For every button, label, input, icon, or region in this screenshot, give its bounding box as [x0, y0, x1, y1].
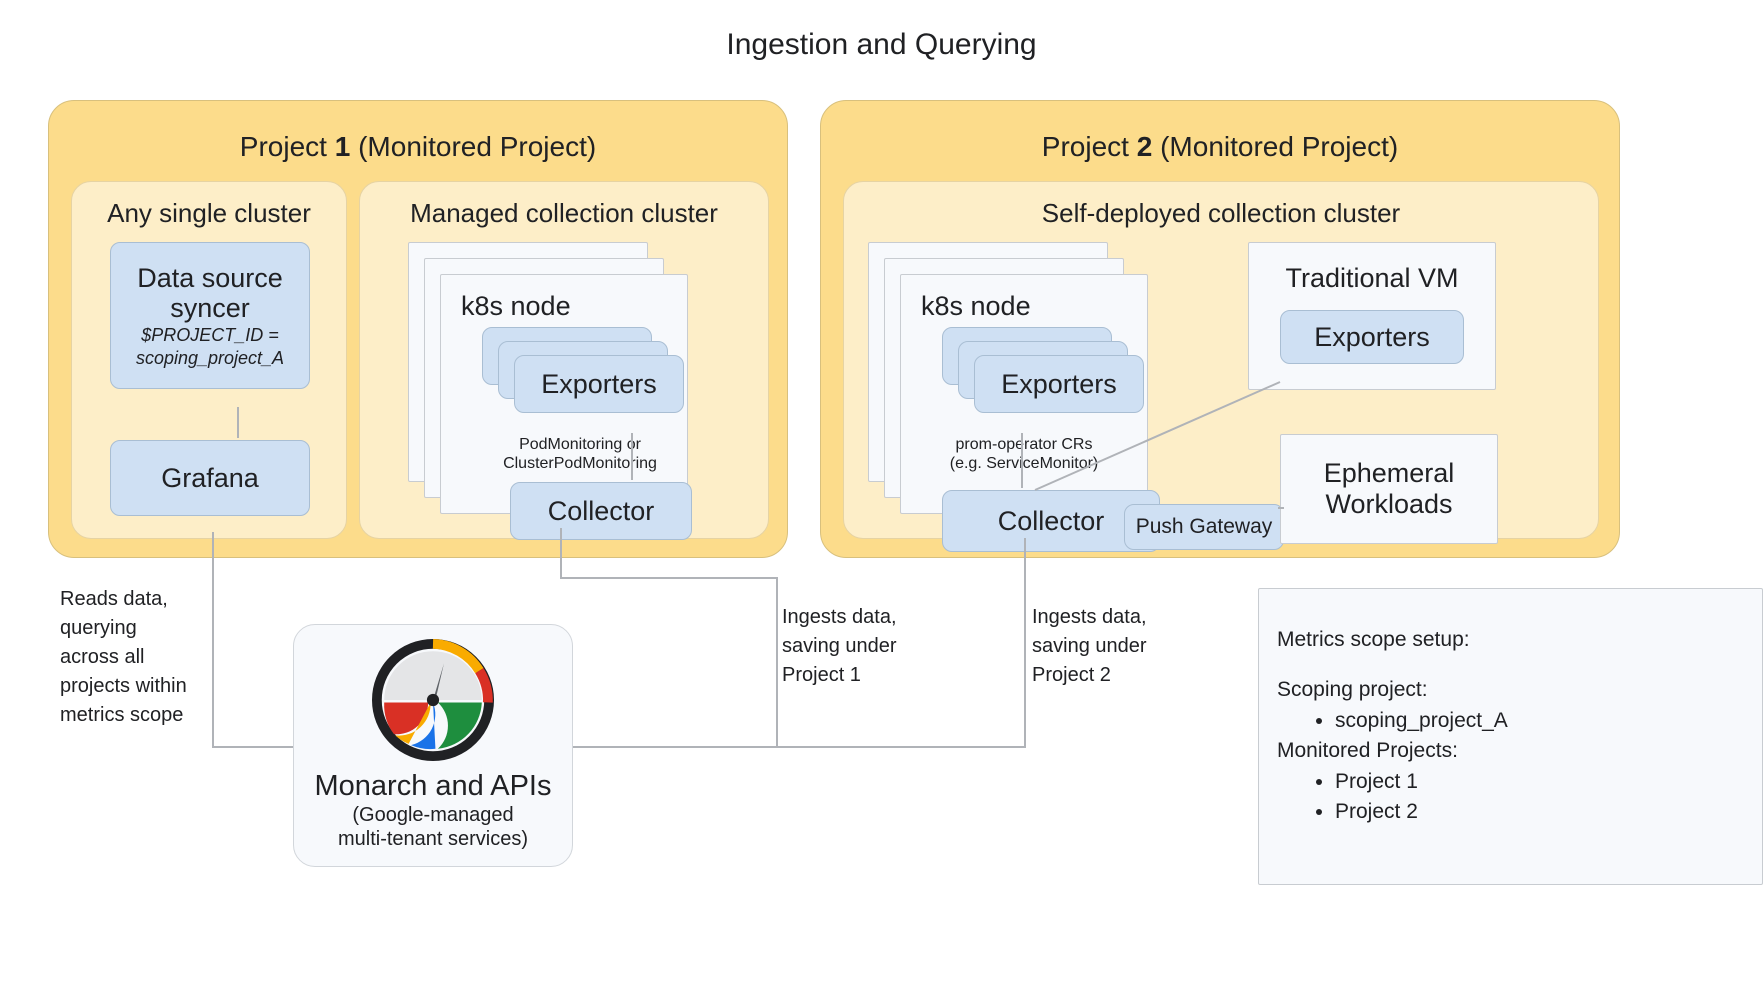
podmonitoring-edge-label: PodMonitoring or ClusterPodMonitoring: [503, 436, 657, 473]
vm-exporters-box[interactable]: Exporters: [1280, 310, 1464, 364]
push-gateway-label: Push Gateway: [1135, 515, 1273, 539]
monarch-gauge-logo-icon: [372, 639, 494, 766]
legend-scoping-list: scoping_project_A: [1277, 706, 1762, 736]
managed-collection-cluster-panel: Managed collection cluster k8s node Expo…: [359, 181, 769, 540]
list-item: scoping_project_A: [1335, 706, 1762, 736]
ephemeral-workloads-card[interactable]: Ephemeral Workloads: [1280, 434, 1498, 544]
exporters-box-p2[interactable]: Exporters: [974, 355, 1144, 413]
collector-label-p2: Collector: [997, 505, 1105, 536]
self-deployed-collection-cluster-title: Self-deployed collection cluster: [1041, 198, 1401, 228]
k8s-node-label: k8s node: [461, 291, 571, 321]
data-source-syncer-env-value: scoping_project_A: [135, 347, 285, 368]
monarch-gauge-svg: [372, 639, 494, 761]
vm-exporters-label: Exporters: [1314, 321, 1430, 352]
project-1-panel: Project 1 (Monitored Project) Any single…: [48, 100, 788, 558]
project-2-panel: Project 2 (Monitored Project) Self-deplo…: [820, 100, 1620, 558]
prom-operator-edge-label: prom-operator CRs (e.g. ServiceMonitor): [949, 436, 1099, 473]
any-single-cluster-panel: Any single cluster Data source syncer $P…: [71, 181, 347, 539]
reads-data-note: Reads data, querying across all projects…: [60, 588, 187, 726]
managed-collection-cluster-title: Managed collection cluster: [410, 198, 718, 228]
metrics-scope-legend: Metrics scope setup: Scoping project: sc…: [1258, 588, 1763, 885]
monarch-title: Monarch and APIs: [314, 770, 552, 802]
list-item: Project 1: [1335, 767, 1762, 797]
self-deployed-collection-cluster-panel: Self-deployed collection cluster k8s nod…: [843, 181, 1599, 552]
project-2-title: Project 2 (Monitored Project): [1041, 131, 1399, 162]
legend-monitored-list: Project 1 Project 2: [1277, 767, 1762, 828]
collector-label: Collector: [547, 495, 655, 526]
data-source-syncer-box[interactable]: Data source syncer $PROJECT_ID = scoping…: [110, 242, 310, 389]
ingest-project-2-note: Ingests data, saving under Project 2: [1032, 606, 1147, 686]
exporters-label: Exporters: [541, 368, 657, 399]
monarch-and-apis-card[interactable]: Monarch and APIs (Google-managed multi-t…: [293, 624, 573, 867]
legend-scoping-heading: Scoping project:: [1277, 678, 1428, 702]
collector-box[interactable]: Collector: [510, 482, 692, 540]
collector-box-p2[interactable]: Collector: [942, 490, 1160, 552]
grafana-label: Grafana: [161, 462, 259, 493]
any-single-cluster-title: Any single cluster: [107, 198, 311, 228]
list-item: Project 2: [1335, 797, 1762, 827]
exporters-label-p2: Exporters: [1001, 368, 1117, 399]
monarch-subtitle: (Google-managed multi-tenant services): [337, 804, 529, 850]
page-title: Ingestion and Querying: [726, 28, 1037, 61]
legend-monitored-heading: Monitored Projects:: [1277, 739, 1458, 763]
push-gateway-box[interactable]: Push Gateway: [1124, 504, 1284, 550]
k8s-node-label-p2: k8s node: [921, 291, 1031, 321]
ephemeral-workloads-label-line1: Ephemeral: [1323, 457, 1455, 488]
edge-collector-p1-to-monarch: [560, 528, 778, 748]
traditional-vm-label: Traditional VM: [1285, 263, 1459, 293]
exporters-box[interactable]: Exporters: [514, 355, 684, 413]
legend-spacer: [1277, 655, 1762, 675]
data-source-syncer-label: Data source syncer: [137, 262, 283, 323]
data-source-syncer-env-var: $PROJECT_ID =: [141, 325, 279, 346]
ephemeral-workloads-label-line2: Workloads: [1325, 489, 1453, 519]
ingest-project-1-note: Ingests data, saving under Project 1: [782, 606, 897, 686]
grafana-box[interactable]: Grafana: [110, 440, 310, 516]
legend-heading: Metrics scope setup:: [1277, 628, 1470, 651]
project-1-title: Project 1 (Monitored Project): [239, 131, 597, 162]
